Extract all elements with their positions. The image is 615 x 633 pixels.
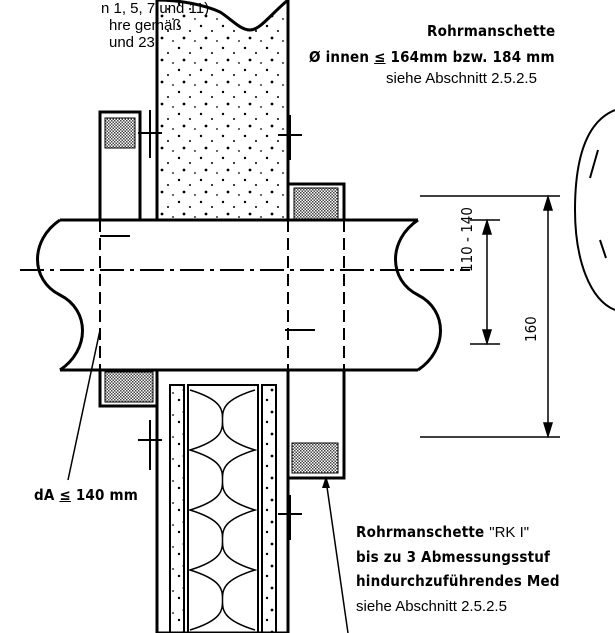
- collar-right-lower-hatch: [291, 442, 339, 474]
- label-rk1-quoted: "RK I": [489, 524, 530, 541]
- detail-circle-partial: [573, 109, 615, 311]
- top-left-note-line3: und 23: [109, 34, 155, 51]
- detail-tick-1: [589, 149, 599, 179]
- label-pipe-op: ≤: [59, 486, 71, 504]
- insulation-wave: [187, 389, 258, 631]
- label-rk1: Rohrmanschette "RK I": [356, 523, 529, 542]
- top-left-note: n 1, 5, 7 und 11) hre gemäß und 23: [95, 0, 209, 51]
- label-pipe-diameter: dA ≤ 140 mm: [34, 486, 138, 504]
- collar-left-upper-hatch: [104, 117, 136, 149]
- collar-left-lower-hatch: [104, 371, 154, 403]
- label-rk1-section-ref: siehe Abschnitt 2.5.2.5: [356, 598, 507, 615]
- leader-collar-rk1-arrow: [322, 476, 330, 488]
- leader-collar-rk1: [325, 479, 349, 633]
- label-inner-diameter-prefix: Ø innen: [309, 48, 375, 66]
- label-pipe-rest: 140 mm: [70, 486, 139, 504]
- fastener-marks: [138, 110, 302, 540]
- dimension-outer: [420, 194, 560, 439]
- collar-right-upper-hatch: [293, 187, 339, 221]
- label-title-rohrmanschette: Rohrmanschette: [427, 22, 556, 40]
- dimension-inner-label: 110 - 140: [458, 207, 476, 272]
- top-left-note-line1: n 1, 5, 7 und 11): [101, 0, 210, 17]
- wall-lower-board-left: [169, 384, 185, 633]
- leader-pipe: [67, 329, 101, 481]
- pipe-right-break: [394, 218, 442, 372]
- label-pipe-prefix: dA: [34, 486, 60, 504]
- top-left-note-line2: hre gemäß: [109, 17, 182, 34]
- label-inner-diameter: Ø innen ≤ 164mm bzw. 184 mm: [309, 48, 555, 66]
- dimension-outer-label: 160: [522, 316, 540, 342]
- dimension-inner: [470, 218, 500, 346]
- pipe-left-break: [36, 218, 84, 372]
- insulation-frame: [187, 384, 259, 633]
- detail-tick-2: [599, 239, 607, 259]
- dimension-outer-text: 160: [522, 316, 540, 342]
- label-inner-diameter-rest: 164mm bzw. 184 mm: [385, 48, 555, 66]
- label-top-section-ref: siehe Abschnitt 2.5.2.5: [386, 70, 537, 87]
- concrete-wall-upper: [155, 0, 290, 222]
- wall-lower-board-right: [261, 384, 277, 633]
- dimension-inner-text: 110 - 140: [458, 207, 476, 272]
- label-rk1-line3: hindurchzuführendes Med: [356, 572, 560, 590]
- label-inner-diameter-op: ≤: [374, 48, 386, 66]
- label-rk1-line2: bis zu 3 Abmessungsstuf: [356, 548, 551, 566]
- label-rk1-title: Rohrmanschette: [356, 523, 490, 541]
